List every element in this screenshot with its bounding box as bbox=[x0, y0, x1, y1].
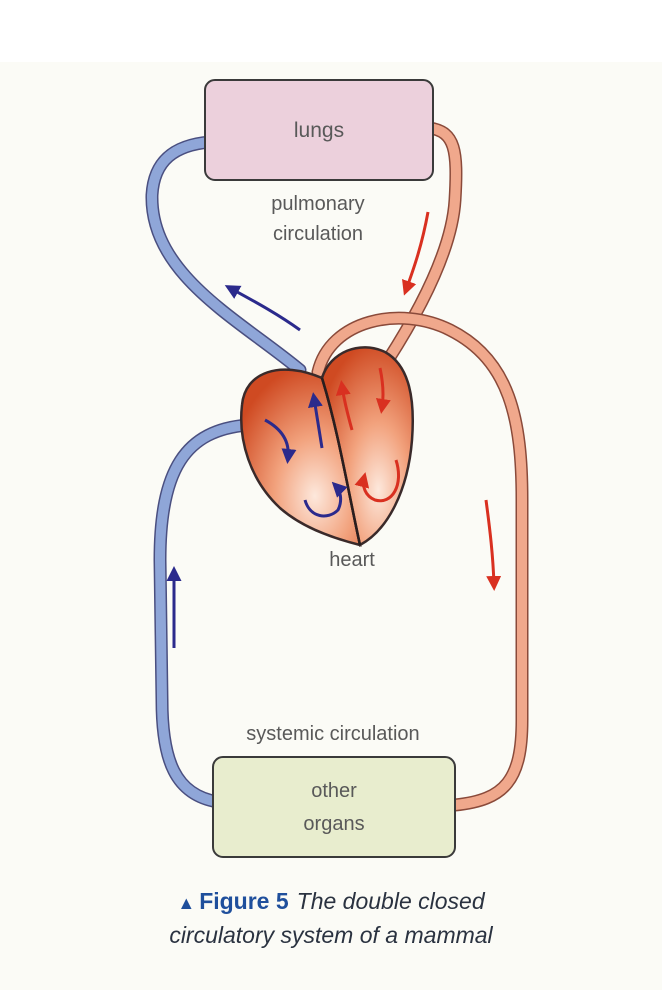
arrow-from-lungs-icon bbox=[402, 211, 430, 296]
pulmonary-artery-vessel bbox=[145, 135, 307, 377]
pulmonary-label-line1: pulmonary bbox=[271, 193, 364, 215]
arrow-heart-left-up-icon bbox=[335, 380, 354, 431]
lungs-box bbox=[204, 79, 434, 181]
aorta-vessel bbox=[311, 311, 529, 812]
pulmonary-label-line2: circulation bbox=[273, 223, 363, 245]
lungs-label: lungs bbox=[294, 119, 344, 142]
figure-number: Figure 5 bbox=[199, 888, 289, 914]
arrow-heart-left-loop-icon bbox=[354, 459, 401, 503]
systemic-label: systemic circulation bbox=[246, 723, 419, 745]
organs-label-line2: organs bbox=[303, 813, 364, 835]
arrow-heart-right-loop-icon bbox=[303, 481, 348, 518]
heart-label: heart bbox=[329, 549, 375, 571]
triangle-up-icon: ▲ bbox=[177, 893, 196, 913]
other-organs-box bbox=[212, 756, 456, 858]
vena-cava-vessel bbox=[153, 418, 255, 809]
arrow-heart-right-atrium-icon bbox=[264, 418, 297, 464]
arrow-heart-left-down-icon bbox=[375, 367, 391, 414]
figure-caption: ▲Figure 5 The double closed circulatory s… bbox=[0, 885, 662, 951]
flow-arrows bbox=[166, 211, 502, 648]
caption-title-line1: The double closed bbox=[296, 888, 485, 914]
arrow-down-aorta-icon bbox=[484, 499, 502, 591]
caption-title-line2: circulatory system of a mammal bbox=[169, 922, 493, 948]
arrow-to-lungs-icon bbox=[224, 285, 301, 332]
arrow-heart-right-up-icon bbox=[308, 392, 324, 449]
heart-septum bbox=[320, 377, 362, 546]
organs-label-line1: other bbox=[311, 780, 357, 802]
